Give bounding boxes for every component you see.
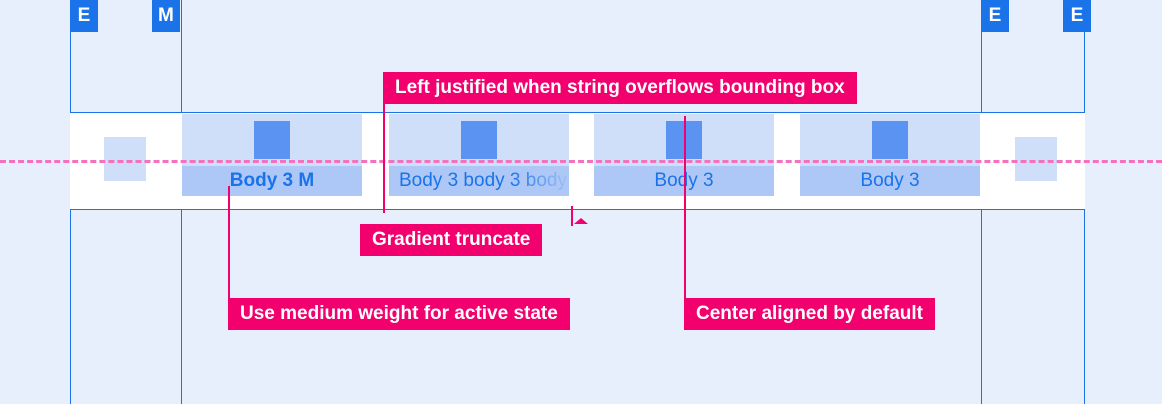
leader-line-medium-weight [228,186,230,298]
tab-label-text: Body 3 [860,170,920,191]
spacing-badge-e-right-inner: E [981,0,1009,32]
tab-icon-band [182,114,362,166]
annotation-gradient-truncate: Gradient truncate [360,218,589,256]
tab-label-band: Body 3 M [182,166,362,196]
vertical-center-guideline [0,160,1162,163]
annotation-medium-weight: Use medium weight for active state [228,298,570,330]
spacing-badge-e-right-outer: E [1063,0,1091,32]
leader-line-center-aligned [684,116,686,298]
tab-icon-placeholder [461,121,497,159]
tab-label-text: Body 3 M [229,170,315,191]
tab-cell-active[interactable]: Body 3 M [182,114,362,208]
tab-label-band: Body 3 body 3 body 3 [389,166,569,196]
endcap-placeholder-right [1015,137,1057,181]
tab-icon-placeholder [872,121,908,159]
leader-line-gradient-truncate [571,206,573,226]
annotation-center-aligned: Center aligned by default [684,298,935,330]
leader-line-left-justified [383,104,385,213]
tab-label-text-truncated: Body 3 body 3 body 3 [399,170,569,191]
spacing-badge-m: M [152,0,180,32]
tab-cell-overflow[interactable]: Body 3 body 3 body 3 [389,114,569,208]
annotation-left-justified: Left justified when string overflows bou… [383,72,857,104]
tab-icon-band [800,114,980,166]
spacing-badge-e-left: E [70,0,98,32]
tab-label-band: Body 3 [800,166,980,196]
endcap-placeholder-left [104,137,146,181]
tab-icon-band [389,114,569,166]
tab-cell-default-2[interactable]: Body 3 [800,114,980,208]
tab-icon-placeholder [254,121,290,159]
